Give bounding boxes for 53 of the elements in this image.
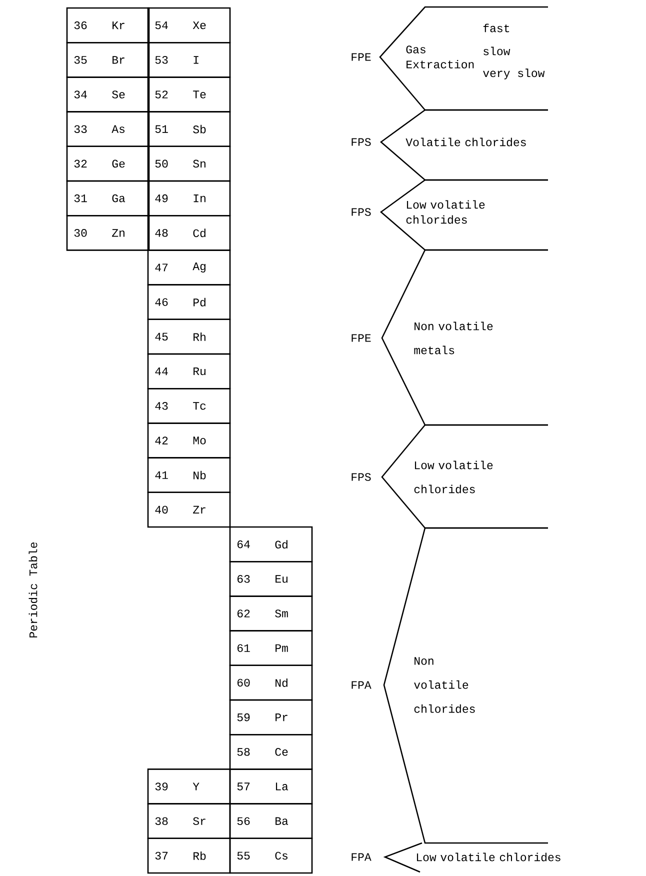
element-cell: 48 Cd bbox=[147, 214, 231, 251]
group-code: FPS bbox=[352, 138, 371, 146]
element-cell: 58 Ce bbox=[229, 734, 313, 770]
element-cell: 45 Rh bbox=[147, 318, 231, 355]
element-cell: 31 Ga bbox=[66, 180, 150, 216]
group-code: FPS bbox=[352, 473, 371, 481]
element-cell: 33 As bbox=[66, 111, 150, 148]
element-cell: 54 Xe bbox=[147, 7, 231, 44]
element-cell: 40 Zr bbox=[147, 492, 231, 528]
element-cell: 57 La bbox=[229, 768, 313, 804]
group-code: FPE bbox=[352, 53, 371, 61]
group-code: FPS bbox=[352, 208, 371, 216]
element-cell: 36 Kr bbox=[66, 7, 150, 44]
element-cell: 35 Br bbox=[66, 42, 150, 78]
group-code: FPE bbox=[352, 334, 371, 342]
element-cell: 53 I bbox=[147, 42, 231, 78]
rate-text: fast bbox=[483, 24, 510, 32]
rate-text: slow bbox=[484, 46, 510, 56]
group-text: Low volatile chlorides bbox=[416, 852, 560, 862]
element-cell: 61 Pm bbox=[229, 630, 313, 666]
element-cell: 52 Te bbox=[147, 76, 231, 112]
element-cell: 38 Sr bbox=[147, 803, 231, 840]
element-cell: 47 Ag bbox=[147, 250, 231, 286]
element-cell: 34 Se bbox=[66, 76, 150, 112]
element-cell: 32 Ge bbox=[66, 146, 150, 182]
element-cell: 55 Cs bbox=[229, 838, 313, 874]
element-cell: 37 Rb bbox=[147, 838, 231, 874]
element-cell: 41 Nb bbox=[147, 457, 231, 494]
group-text: Volatile chlorides bbox=[406, 138, 526, 146]
element-cell: 43 Tc bbox=[147, 388, 231, 424]
group-text: Gas Extraction bbox=[406, 46, 474, 68]
element-cell: 51 Sb bbox=[147, 111, 231, 148]
group-text: Low volatile chlorides bbox=[406, 200, 485, 224]
element-cell: 62 Sm bbox=[229, 596, 313, 632]
group-code: FPA bbox=[352, 681, 372, 689]
group-text: Low volatile chlorides bbox=[414, 460, 493, 494]
element-cell: 42 Mo bbox=[147, 422, 231, 458]
element-cell: 39 Y bbox=[147, 768, 231, 804]
element-cell: 50 Sn bbox=[147, 146, 231, 182]
element-cell: 59 Pr bbox=[229, 699, 313, 736]
element-cell: 60 Nd bbox=[229, 664, 313, 701]
element-cell: 44 Ru bbox=[147, 353, 231, 390]
side-title: Periodic Table bbox=[28, 542, 38, 638]
group-code: FPA bbox=[352, 853, 372, 861]
element-cell: 64 Gd bbox=[229, 526, 313, 562]
element-cell: 46 Pd bbox=[147, 284, 231, 320]
rate-text: very slow bbox=[483, 68, 545, 80]
element-cell: 56 Ba bbox=[229, 803, 313, 840]
group-text: Non volatile chlorides bbox=[414, 657, 475, 713]
element-cell: 63 Eu bbox=[229, 560, 313, 597]
group-text: Non volatile metals bbox=[414, 322, 493, 354]
element-cell: 30 Zn bbox=[66, 214, 150, 251]
element-cell: 49 In bbox=[147, 180, 231, 216]
